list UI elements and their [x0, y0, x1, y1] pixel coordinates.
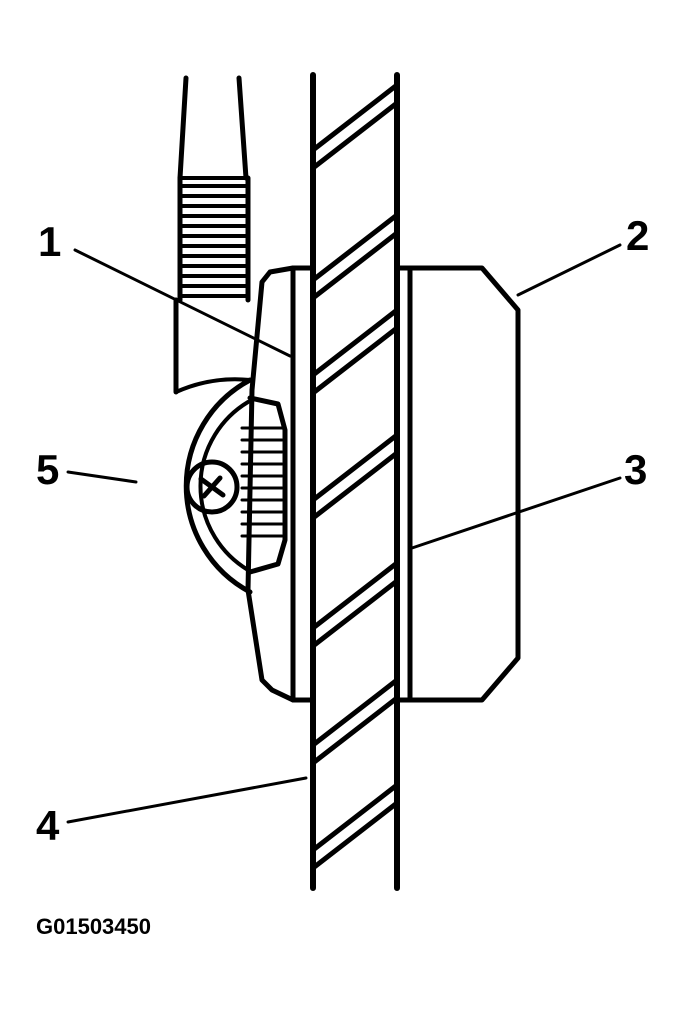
leader-line-1 — [73, 248, 292, 358]
callout-4: 4 — [36, 802, 60, 849]
glass-hatching — [313, 82, 397, 871]
mast-threads — [178, 184, 250, 298]
grip-pad — [240, 395, 288, 575]
leader-lines — [66, 243, 622, 824]
leader-line-5 — [66, 470, 138, 484]
leader-line-2 — [516, 243, 622, 297]
callout-3: 3 — [624, 446, 647, 493]
callout-2: 2 — [626, 212, 649, 259]
glass-panel — [310, 72, 400, 891]
callout-1: 1 — [38, 218, 61, 265]
antenna-mast — [173, 75, 251, 395]
outer-mount-body — [407, 265, 521, 703]
inner-gasket — [290, 265, 316, 703]
outer-gasket — [394, 265, 413, 703]
leader-line-3 — [410, 476, 622, 550]
callout-5: 5 — [36, 446, 59, 493]
inner-mount-bracket — [245, 265, 296, 703]
phillips-screw-icon — [184, 459, 240, 515]
figure-id: G01503450 — [36, 914, 151, 939]
leader-line-4 — [66, 776, 308, 824]
